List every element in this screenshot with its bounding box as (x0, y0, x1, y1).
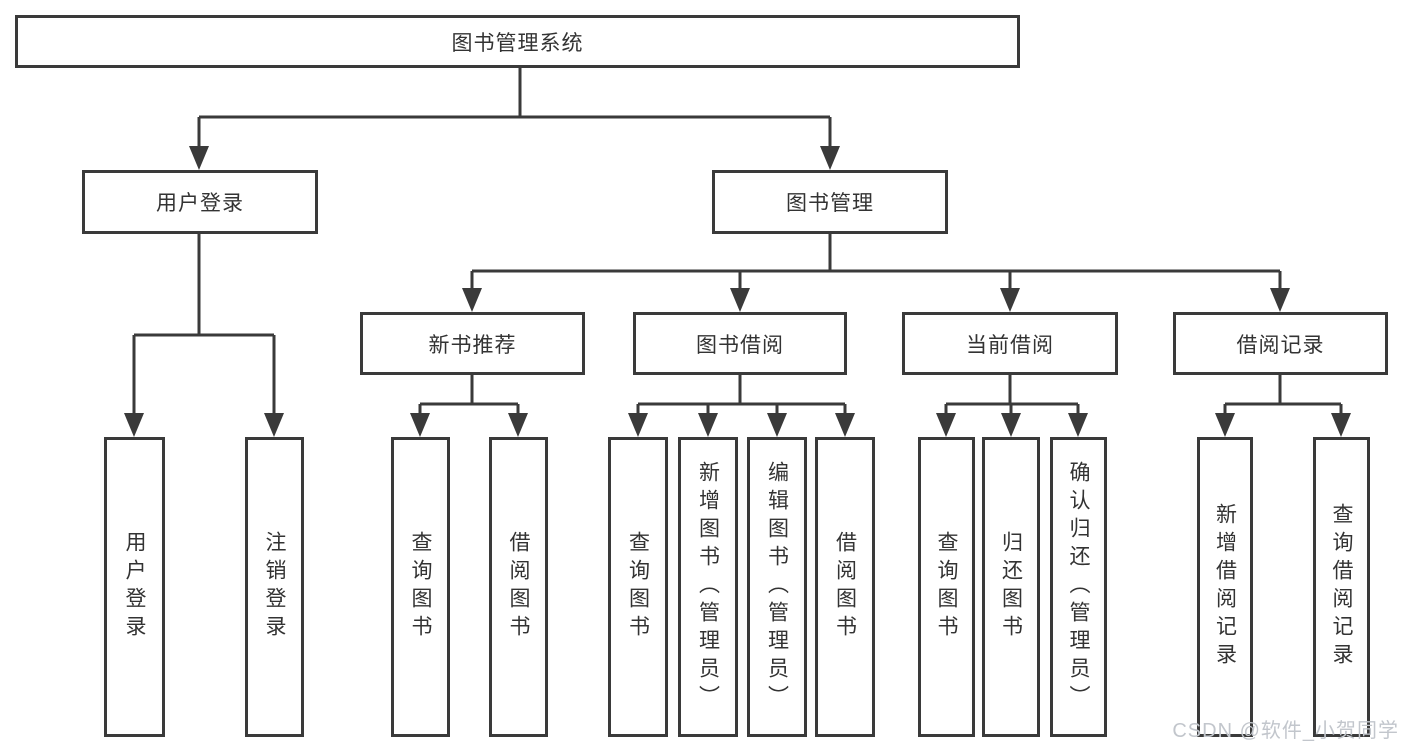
node-borrow-records: 借阅记录 (1173, 312, 1388, 375)
leaf-query-books-recommend: 查询图书 (391, 437, 450, 737)
connector-borrow-records-fork (1223, 375, 1343, 417)
leaf-return-books: 归还图书 (982, 437, 1040, 737)
leaf-edit-book-admin: 编辑图书（管理员） (747, 437, 807, 737)
arrow-down-icon (1068, 413, 1088, 437)
leaf-user-login: 用户登录 (104, 437, 165, 737)
arrow-down-icon (1000, 288, 1020, 312)
arrow-down-icon (767, 413, 787, 437)
connector-user-login-fork (132, 234, 276, 417)
arrow-down-icon (1001, 413, 1021, 437)
arrow-down-icon (730, 288, 750, 312)
leaf-add-book-admin: 新增图书（管理员） (678, 437, 738, 737)
connector-new-book-fork (418, 375, 520, 417)
leaf-query-borrow-record: 查询借阅记录 (1313, 437, 1370, 737)
connector-book-mgmt-fork (470, 234, 1282, 292)
arrow-down-icon (835, 413, 855, 437)
arrow-down-icon (1215, 413, 1235, 437)
arrow-down-icon (124, 413, 144, 437)
arrow-down-icon (1331, 413, 1351, 437)
arrow-down-icon (189, 146, 209, 170)
arrow-down-icon (1270, 288, 1290, 312)
arrow-down-icon (820, 146, 840, 170)
arrow-down-icon (264, 413, 284, 437)
node-user-login: 用户登录 (82, 170, 318, 234)
leaf-borrow-books-recommend: 借阅图书 (489, 437, 548, 737)
csdn-watermark: CSDN @软件_小贺同学 (1172, 720, 1399, 742)
arrow-down-icon (410, 413, 430, 437)
connector-root-fork (197, 68, 832, 150)
arrowheads (124, 146, 1351, 437)
node-book-management: 图书管理 (712, 170, 948, 234)
connector-current-borrow-fork (944, 375, 1080, 417)
node-new-book-recommend: 新书推荐 (360, 312, 585, 375)
arrow-down-icon (462, 288, 482, 312)
leaf-logout: 注销登录 (245, 437, 304, 737)
leaf-add-borrow-record: 新增借阅记录 (1197, 437, 1253, 737)
node-current-borrow: 当前借阅 (902, 312, 1118, 375)
arrow-down-icon (628, 413, 648, 437)
arrow-down-icon (698, 413, 718, 437)
connector-book-borrow-fork (636, 375, 847, 417)
leaf-query-books-current: 查询图书 (918, 437, 975, 737)
node-root-system-title: 图书管理系统 (15, 15, 1020, 68)
leaf-borrow-books: 借阅图书 (815, 437, 875, 737)
arrow-down-icon (936, 413, 956, 437)
node-book-borrow: 图书借阅 (633, 312, 847, 375)
arrow-down-icon (508, 413, 528, 437)
leaf-query-books-borrow: 查询图书 (608, 437, 668, 737)
leaf-confirm-return-admin: 确认归还（管理员） (1050, 437, 1107, 737)
